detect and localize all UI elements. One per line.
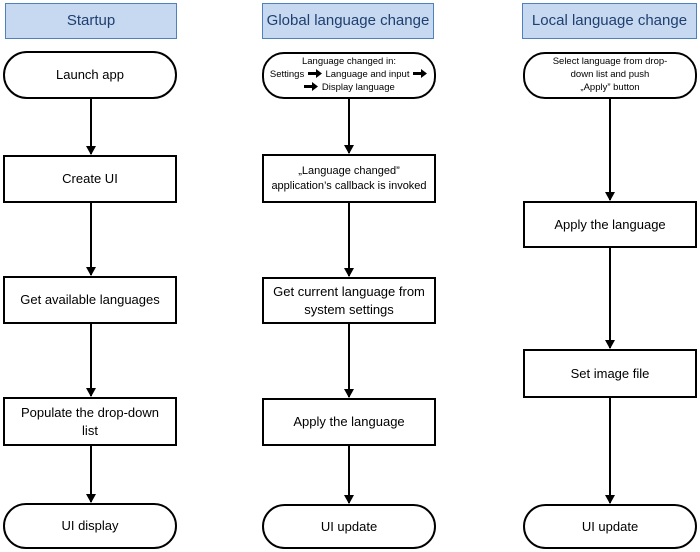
node-ui-update-global-label: UI update [320,518,378,534]
node-apply-language-global-label: Apply the language [293,414,405,430]
header-startup: Startup [5,3,177,39]
right-arrow-icon [413,69,428,79]
node-callback-invoked: „Language changed” application’s callbac… [262,154,436,203]
node-populate-dropdown: Populate the drop-down list [3,397,177,446]
header-local: Local language change [522,3,697,39]
trigger-text: Language changed in: Settings Language a… [270,56,428,94]
trigger-language-and-input: Language and input [325,69,410,81]
node-launch-app: Launch app [3,51,177,99]
node-set-image-file: Set image file [523,349,697,398]
node-get-current-language-label: Get current language from system setting… [273,284,425,317]
node-create-ui: Create UI [3,155,177,203]
right-arrow-icon [307,69,322,79]
node-apply-language-local: Apply the language [523,201,697,248]
node-select-language: Select language from drop- down list and… [523,52,697,99]
node-ui-update-local: UI update [523,504,697,549]
node-ui-update-global: UI update [262,504,436,549]
header-global-label: Global language change [266,12,430,30]
node-create-ui-label: Create UI [62,171,118,187]
node-ui-update-local-label: UI update [581,518,639,534]
node-populate-dropdown-label: Populate the drop-down list [20,405,160,438]
trigger-settings: Settings [269,69,305,81]
node-apply-language-global: Apply the language [262,398,436,446]
node-apply-language-local-label: Apply the language [554,216,666,232]
header-startup-label: Startup [66,12,116,30]
node-callback-invoked-label: „Language changed” application’s callbac… [271,164,427,192]
node-get-current-language: Get current language from system setting… [262,277,436,324]
node-set-image-file-label: Set image file [570,365,650,381]
node-ui-display: UI display [3,503,177,549]
trigger-line-1: Language changed in: [301,56,397,68]
header-local-label: Local language change [531,12,688,30]
node-ui-display-label: UI display [61,518,119,534]
node-language-changed-in: Language changed in: Settings Language a… [262,52,436,99]
right-arrow-icon [304,81,319,91]
node-get-available-languages-label: Get available languages [20,292,160,308]
trigger-line-3: Display language [270,81,428,95]
trigger-line-2: Settings Language and input [270,69,428,82]
header-global: Global language change [262,3,434,39]
node-launch-app-label: Launch app [56,67,124,83]
node-select-language-label: Select language from drop- down list and… [552,56,668,93]
node-get-available-languages: Get available languages [3,276,177,324]
trigger-display-language: Display language [321,81,395,93]
